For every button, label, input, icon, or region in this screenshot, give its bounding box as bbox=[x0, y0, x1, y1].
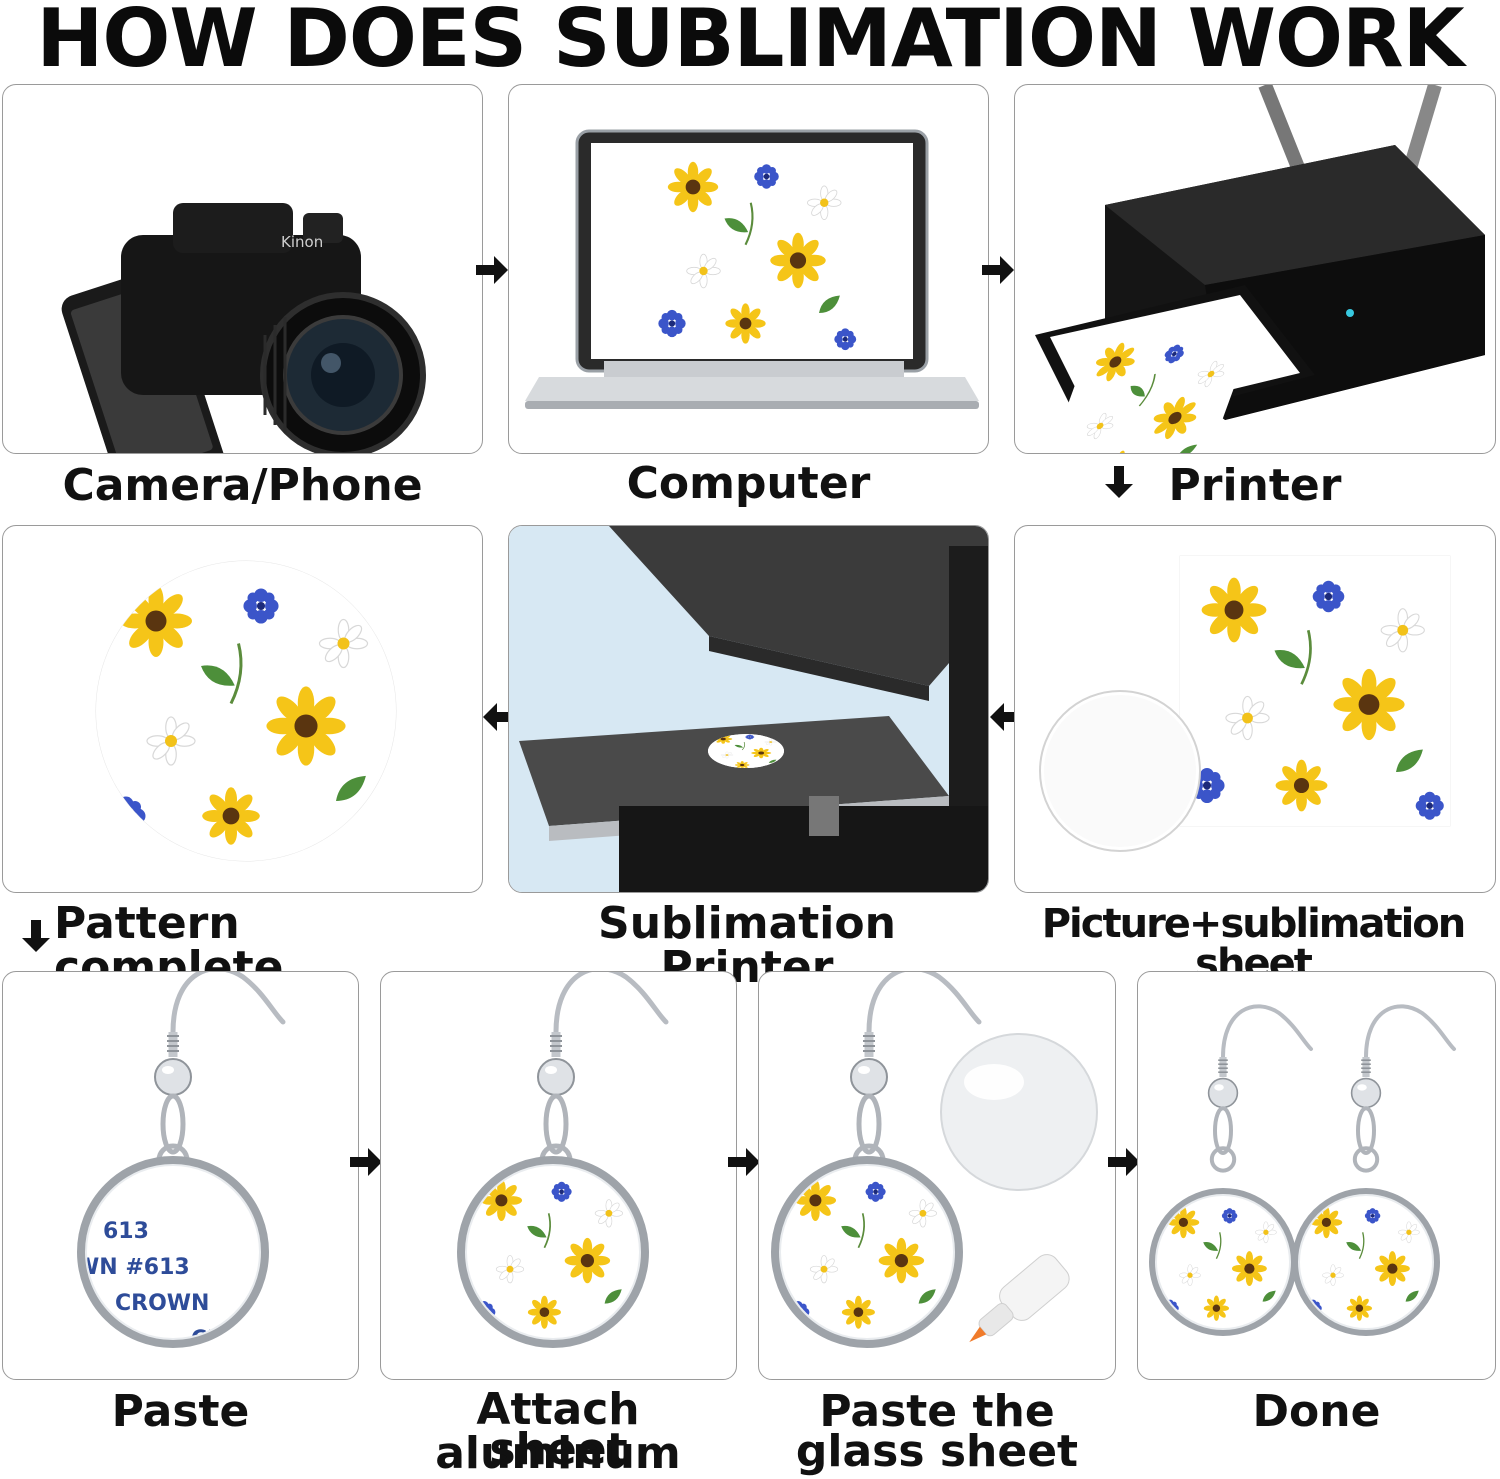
finished-earrings bbox=[1149, 972, 1496, 1336]
picture-and-sheet-illustration bbox=[1039, 526, 1496, 852]
sublimation-printer-panel bbox=[508, 525, 989, 893]
pattern-complete-panel bbox=[2, 525, 483, 893]
step-label-glass-line1: Paste the bbox=[819, 1386, 1055, 1437]
arrow-down-1 bbox=[1105, 466, 1133, 498]
step-label-paste: Paste bbox=[111, 1386, 250, 1437]
earring-glass-glue bbox=[771, 972, 1098, 1348]
heat-press-illustration bbox=[509, 526, 988, 892]
attach-panel bbox=[380, 971, 737, 1380]
arrow-right-2 bbox=[982, 256, 1014, 284]
step-label-camera: Camera/Phone bbox=[62, 460, 423, 511]
printer-illustration bbox=[1035, 85, 1485, 454]
arrow-right-3 bbox=[350, 1148, 382, 1176]
step-label-attach-line2: sheet bbox=[489, 1424, 628, 1475]
printer-panel bbox=[1014, 84, 1496, 454]
arrow-right-4 bbox=[728, 1148, 760, 1176]
camera-panel: Kinon bbox=[2, 84, 483, 454]
arrow-right-1 bbox=[476, 256, 508, 284]
arrow-right-5 bbox=[1108, 1148, 1140, 1176]
picture-sheet-panel bbox=[1014, 525, 1496, 893]
sticker-text-3: CROWN bbox=[115, 1291, 209, 1316]
step-label-done: Done bbox=[1252, 1386, 1381, 1437]
camera-brand: Kinon bbox=[281, 233, 323, 251]
sticker-text-2: WN #613 bbox=[75, 1255, 190, 1280]
sticker-text-1: 613 bbox=[103, 1219, 149, 1244]
step-label-printer: Printer bbox=[1168, 460, 1342, 511]
done-panel bbox=[1137, 971, 1496, 1380]
laptop-illustration bbox=[525, 129, 979, 409]
arrow-down-2 bbox=[22, 920, 50, 952]
computer-panel bbox=[508, 84, 989, 454]
earring-with-sticker: 613 WN #613 CROWN CR bbox=[75, 972, 359, 1348]
step-label-glass-line2: glass sheet bbox=[795, 1426, 1079, 1477]
camera-phone-illustration: Kinon bbox=[61, 203, 426, 453]
step-label-attach-line1: Attach aluminum bbox=[435, 1384, 681, 1479]
finished-round-pattern bbox=[95, 560, 397, 862]
glass-panel bbox=[758, 971, 1116, 1380]
earring-with-pattern bbox=[457, 972, 737, 1348]
paste-panel: 613 WN #613 CROWN CR bbox=[2, 971, 359, 1380]
step-label-computer: Computer bbox=[626, 458, 871, 509]
page-title: HOW DOES SUBLIMATION WORK bbox=[36, 0, 1464, 85]
